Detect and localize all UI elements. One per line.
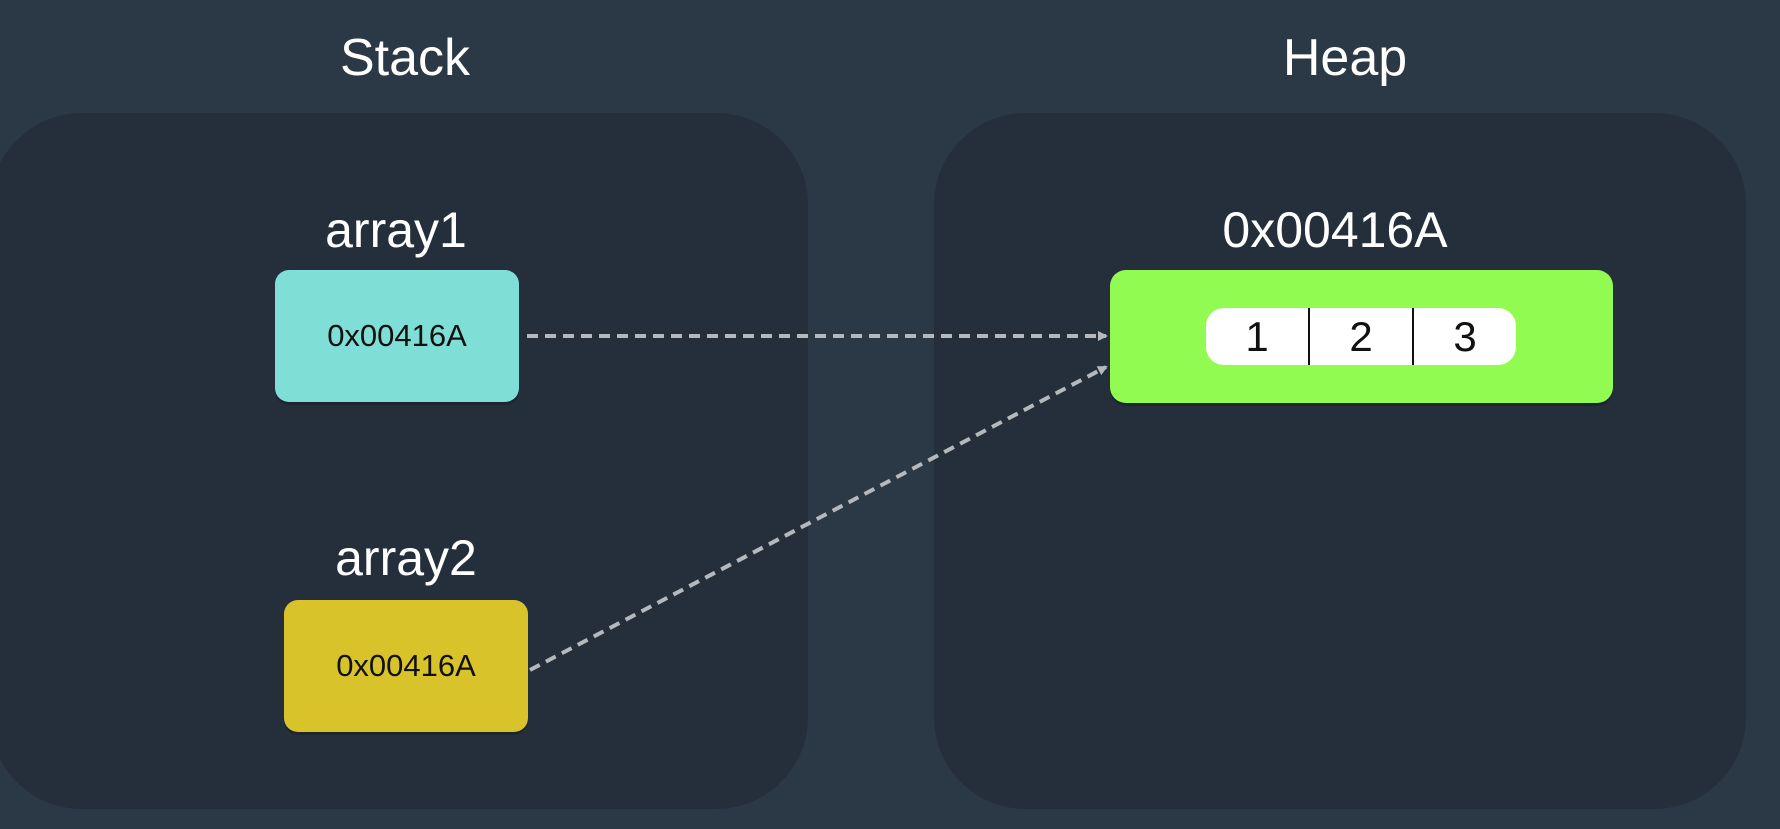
array-cell: 2	[1308, 308, 1412, 365]
array-cell: 3	[1412, 308, 1516, 365]
array2-pointer-box: 0x00416A	[284, 600, 528, 732]
array1-pointer-value: 0x00416A	[327, 318, 467, 353]
heap-object-address: 0x00416A	[1222, 202, 1448, 258]
array-values: 1 2 3	[1206, 308, 1516, 365]
array2-label: array2	[335, 530, 477, 586]
heap-title: Heap	[1282, 29, 1408, 87]
array1-label: array1	[325, 202, 467, 258]
stack-title: Stack	[339, 29, 471, 87]
array1-pointer-box: 0x00416A	[275, 270, 519, 402]
array-cell: 1	[1245, 312, 1269, 360]
array2-pointer-value: 0x00416A	[336, 648, 476, 683]
